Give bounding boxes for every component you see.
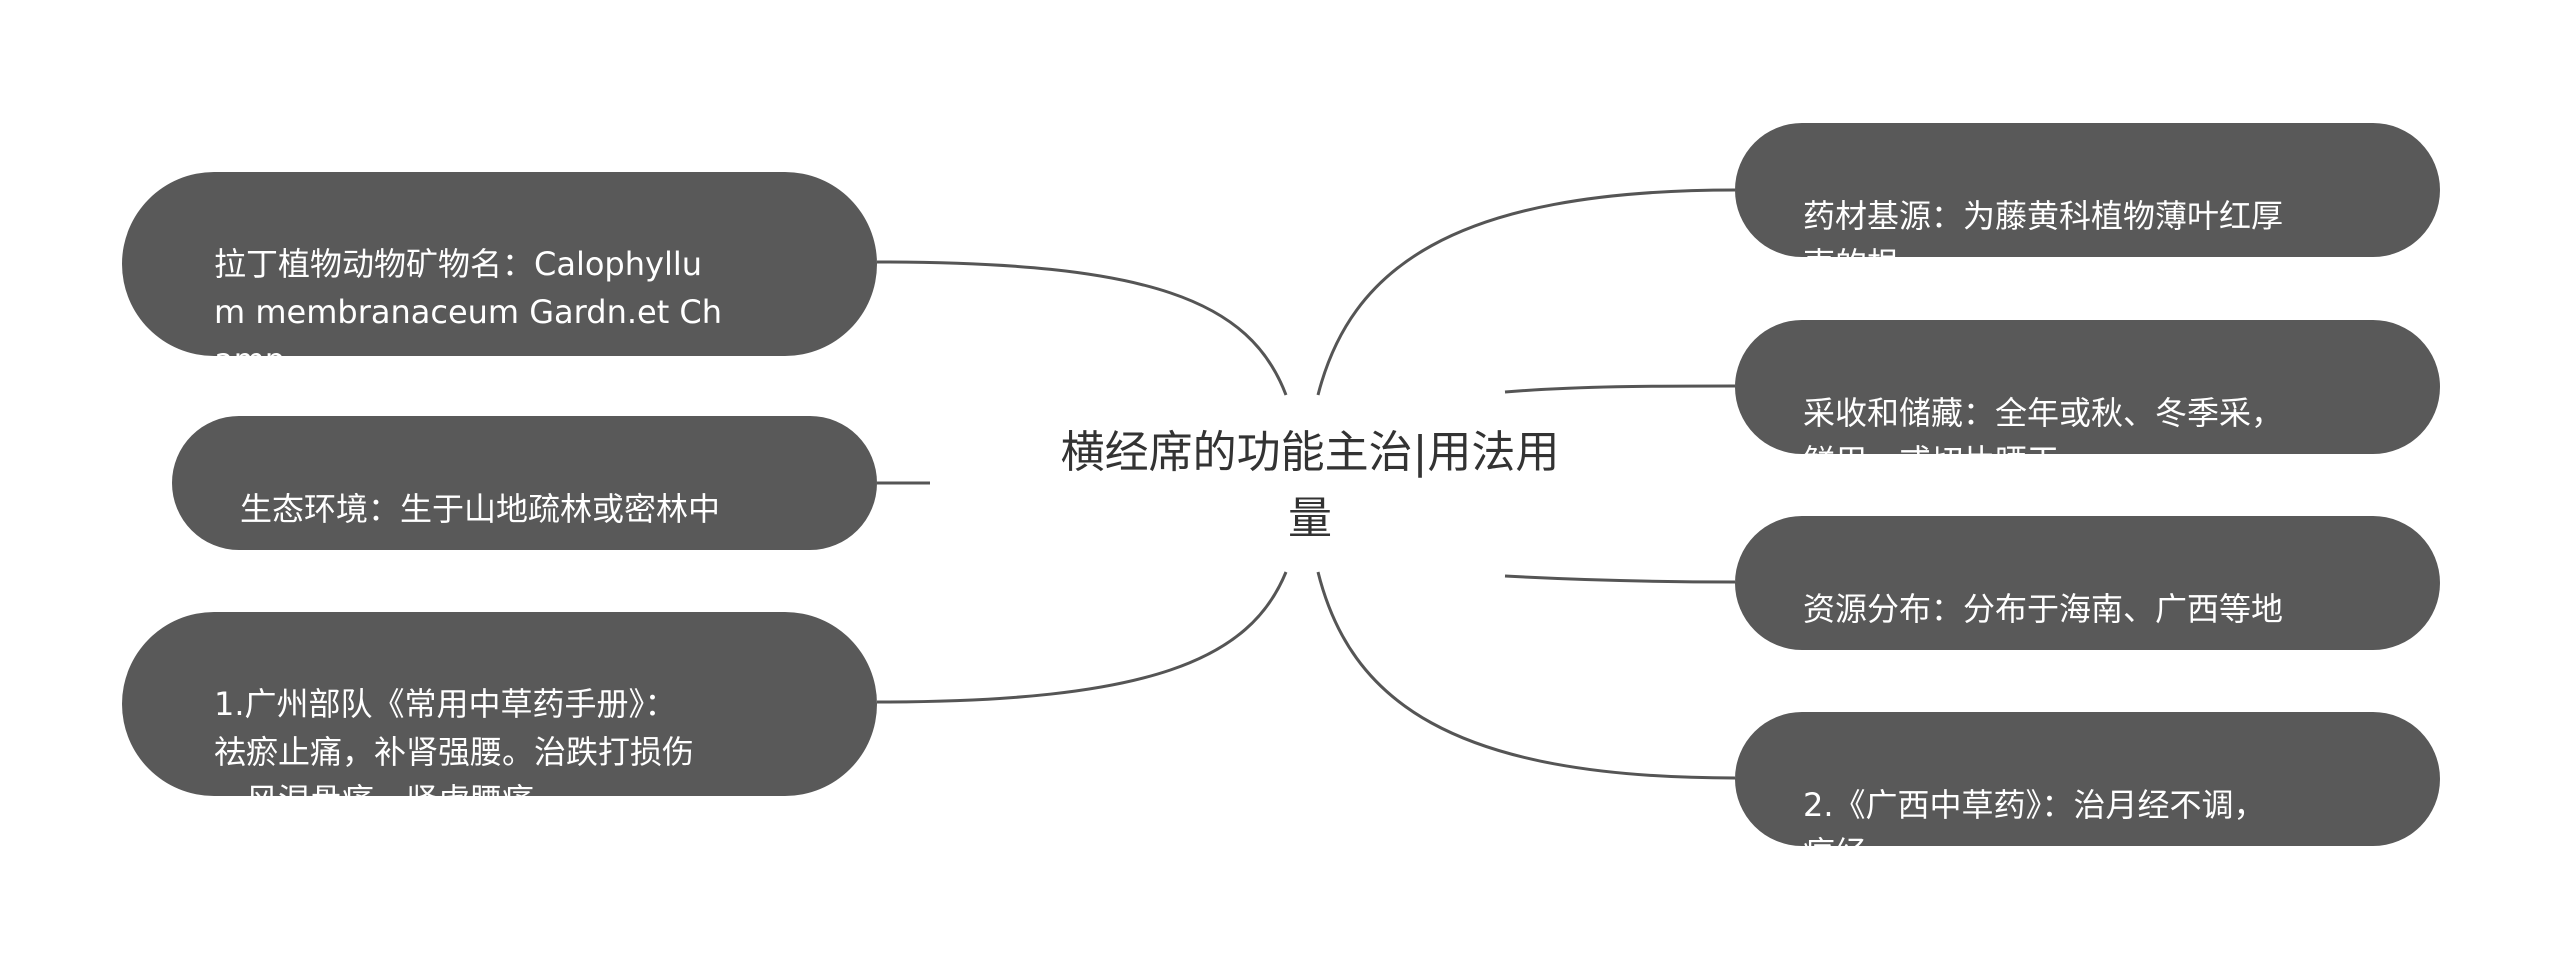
- topic-source-text: 药材基源：为藤黄科植物薄叶红厚 壳的根。: [1803, 197, 2284, 283]
- topic-latin-name[interactable]: 拉丁植物动物矿物名：Calophyllu m membranaceum Gard…: [122, 172, 877, 379]
- topic-distribution[interactable]: 资源分布：分布于海南、广西等地 。: [1735, 516, 2440, 676]
- connector-right-1: [1316, 188, 1736, 396]
- connector-right-4: [1316, 571, 1736, 780]
- topic-habitat-text: 生态环境：生于山地疏林或密林中 。: [240, 490, 721, 576]
- topic-harvest-storage[interactable]: 采收和储藏：全年或秋、冬季采， 鲜用，或切片晒干。: [1735, 320, 2440, 480]
- topic-reference-guangzhou-text: 1.广州部队《常用中草药手册》： 祛瘀止痛，补肾强腰。治跌打损伤 ，风湿骨痛，肾…: [214, 685, 695, 819]
- topic-reference-guangxi-text: 2.《广西中草药》：治月经不调， 痛经。: [1803, 786, 2266, 872]
- connector-right-2: [1504, 384, 1736, 394]
- topic-reference-guangxi[interactable]: 2.《广西中草药》：治月经不调， 痛经。: [1735, 712, 2440, 872]
- connector-right-3: [1504, 574, 1736, 584]
- topic-habitat[interactable]: 生态环境：生于山地疏林或密林中 。: [172, 416, 877, 576]
- connector-left-3: [876, 571, 1288, 704]
- topic-reference-guangzhou[interactable]: 1.广州部队《常用中草药手册》： 祛瘀止痛，补肾强腰。治跌打损伤 ，风湿骨痛，肾…: [122, 612, 877, 819]
- topic-harvest-storage-text: 采收和储藏：全年或秋、冬季采， 鲜用，或切片晒干。: [1803, 394, 2284, 480]
- topic-distribution-text: 资源分布：分布于海南、广西等地 。: [1803, 590, 2284, 676]
- central-topic[interactable]: 横经席的功能主治|用法用 量: [1010, 420, 1610, 552]
- connector-left-1: [876, 260, 1288, 396]
- central-topic-text: 横经席的功能主治|用法用 量: [1060, 427, 1560, 544]
- topic-latin-name-text: 拉丁植物动物矿物名：Calophyllu m membranaceum Gard…: [214, 245, 723, 379]
- topic-source[interactable]: 药材基源：为藤黄科植物薄叶红厚 壳的根。: [1735, 123, 2440, 283]
